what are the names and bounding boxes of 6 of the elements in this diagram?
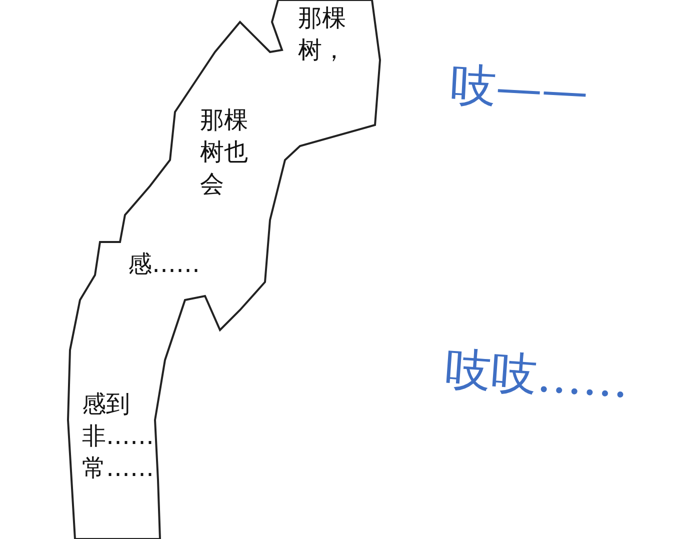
dialogue-text: 那棵树， bbox=[298, 3, 346, 66]
sound-effect-text: 吱—— bbox=[448, 56, 590, 121]
dialogue-text: 那棵树也会 bbox=[200, 105, 248, 200]
dialogue-text: 感…… bbox=[128, 249, 200, 280]
dialogue-text: 感到非……常…… bbox=[82, 389, 154, 484]
sound-effect-text: 吱吱…… bbox=[443, 340, 631, 410]
